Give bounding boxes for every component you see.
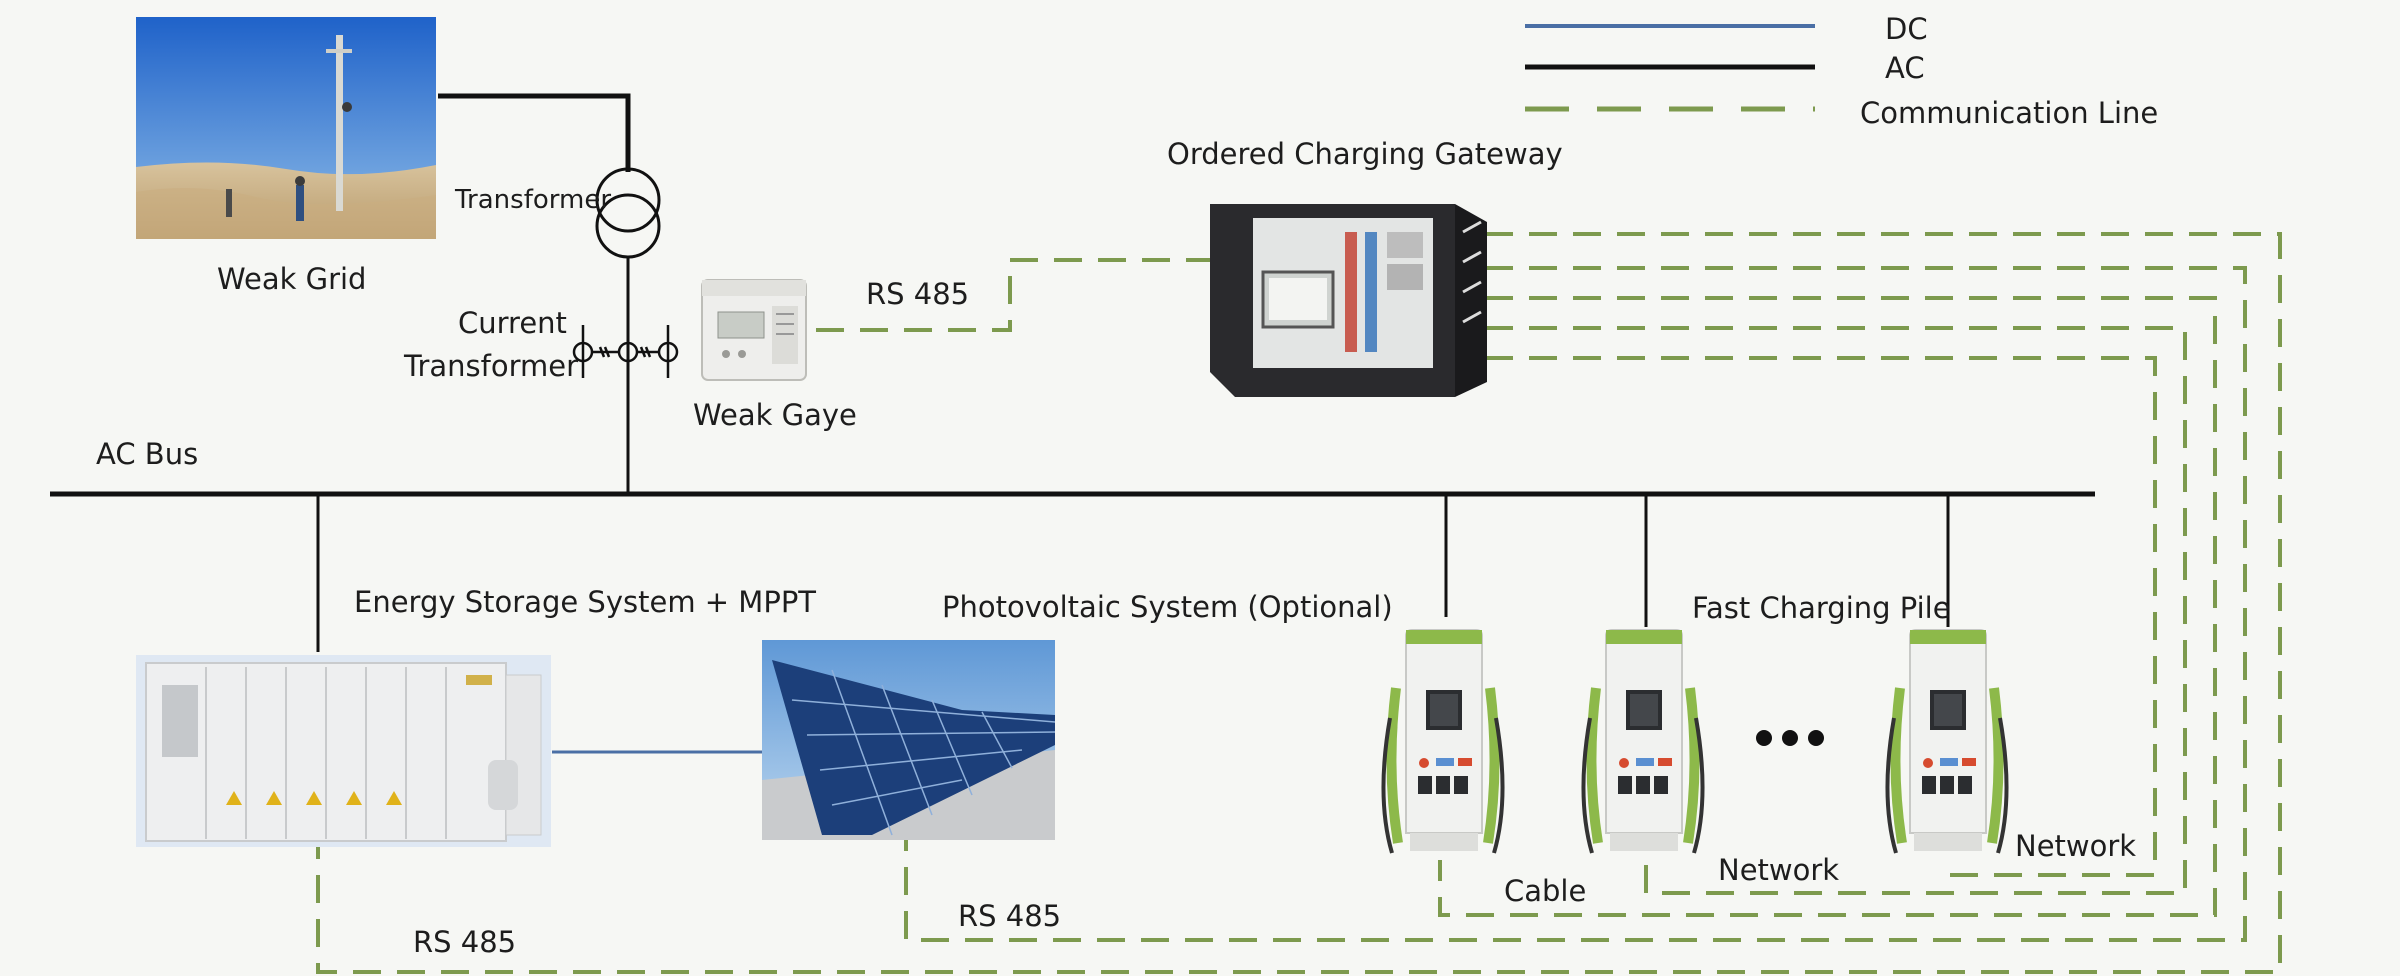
solar-panel-photo xyxy=(762,640,1055,840)
transformer-symbol xyxy=(595,167,661,259)
network-label-2: Network xyxy=(2015,829,2137,863)
rs485-bottom-left-label: RS 485 xyxy=(413,925,517,959)
gateway-cabinet-icon xyxy=(1205,192,1490,402)
rs485-top-label: RS 485 xyxy=(866,277,970,311)
weak-grid-label: Weak Grid xyxy=(217,262,367,296)
ac-bus-label: AC Bus xyxy=(96,437,199,471)
comm-lines xyxy=(316,232,2282,974)
charging-pile-icon xyxy=(1378,628,1508,863)
ess-label: Energy Storage System + MPPT xyxy=(354,585,817,619)
legend-dc-label: DC xyxy=(1885,12,1928,46)
current-transformer-label-1: Current xyxy=(458,306,567,340)
legend-ac-label: AC xyxy=(1885,51,1925,85)
charging-pile-icon xyxy=(1578,628,1708,863)
pv-label: Photovoltaic System (Optional) xyxy=(942,590,1393,624)
ellipsis-dots xyxy=(1756,730,1824,746)
rs485-bottom-mid-label: RS 485 xyxy=(958,899,1062,933)
legend-comm-label: Communication Line xyxy=(1860,96,2159,130)
fast-pile-label: Fast Charging Pile xyxy=(1692,591,1951,625)
ac-line-grid-transformer xyxy=(438,93,631,172)
cable-label: Cable xyxy=(1504,874,1587,908)
transformer-label: Transformer xyxy=(455,185,612,215)
utility-pole-desert-photo xyxy=(136,17,436,239)
meter-device-icon xyxy=(700,278,808,382)
meter-label: Weak Gaye xyxy=(693,398,857,432)
network-label-1: Network xyxy=(1718,853,1840,887)
energy-storage-cabinet-icon xyxy=(136,655,551,847)
current-transformer-label-2: Transformer xyxy=(404,349,579,383)
charging-pile-icon xyxy=(1882,628,2012,863)
current-transformer-symbol xyxy=(572,325,679,378)
gateway-label: Ordered Charging Gateway xyxy=(1167,137,1563,171)
